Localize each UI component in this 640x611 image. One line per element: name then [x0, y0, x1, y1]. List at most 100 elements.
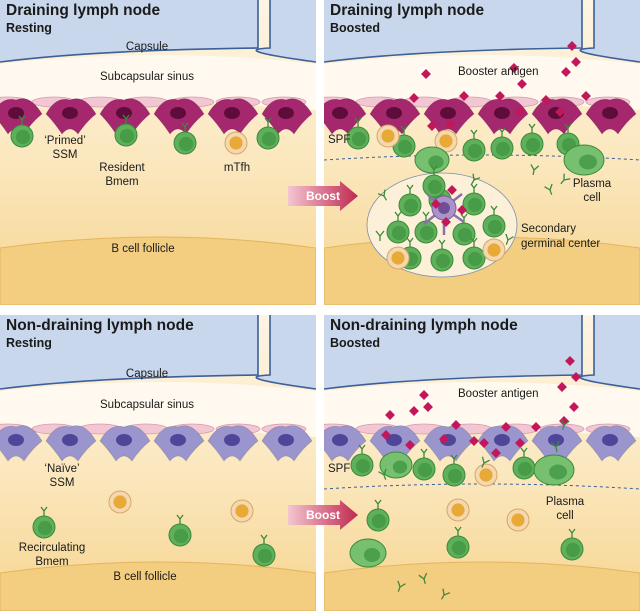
panel-subtitle: Resting: [6, 21, 52, 35]
bcr-receptor: [438, 239, 446, 249]
panel-background: [0, 315, 316, 611]
panel-background: [0, 0, 316, 305]
antigen-particle: [457, 205, 467, 215]
capsule: [324, 0, 640, 62]
b-cell-nucleus: [37, 520, 53, 536]
b-cell-nucleus: [427, 179, 443, 195]
bcr-receptor: [406, 237, 414, 247]
bcr-receptor: [470, 183, 478, 193]
ssm-label-line2: SSM: [49, 477, 75, 489]
follicle-label: B cell follicle: [111, 243, 175, 255]
b-cell-nucleus: [257, 548, 273, 564]
antigen-particle: [571, 57, 581, 67]
antibody: [397, 580, 406, 592]
ssm-nucleus: [62, 434, 78, 446]
bcr-receptor: [181, 122, 189, 132]
antigen-particle: [447, 185, 457, 195]
boost-arrow-shape: [288, 181, 358, 211]
fdc-nucleus: [438, 202, 450, 214]
boost-arrow-label: Boost: [306, 508, 340, 522]
panel-draining-resting: Draining lymph node Resting Capsule Subc…: [0, 0, 316, 305]
plasma-label-line2: cell: [583, 192, 601, 204]
bcr-receptor: [358, 444, 366, 454]
b-cell-nucleus: [419, 225, 435, 241]
bcr-receptor: [420, 448, 428, 458]
panel-draining-boosted: Draining lymph node Boosted Booster anti…: [324, 0, 640, 305]
ssm-nucleus: [332, 434, 348, 446]
antigen-particle: [419, 390, 429, 400]
ssm-nucleus: [224, 434, 240, 446]
bcr-receptor: [260, 534, 268, 544]
panel-title: Non-draining lymph node: [6, 317, 194, 334]
panel-nondraining-resting: Non-draining lymph node Resting Capsule …: [0, 315, 316, 611]
mtfh-nucleus: [113, 495, 127, 509]
antigen-particle: [561, 67, 571, 77]
boost-arrow-body: [288, 181, 358, 211]
b-cell-nucleus: [391, 225, 407, 241]
panel-subtitle: Resting: [6, 336, 52, 350]
panel-nondraining-boosted: Non-draining lymph node Boosted Booster …: [324, 315, 640, 611]
plasma-nucleus: [549, 464, 567, 480]
antigen-particle: [423, 402, 433, 412]
bcr-receptor: [470, 129, 478, 139]
ssm-nucleus: [278, 434, 294, 446]
bcr-receptor: [122, 114, 130, 124]
antibody: [544, 183, 553, 195]
panel-subtitle: Boosted: [330, 336, 380, 350]
b-cell-nucleus: [451, 540, 467, 556]
ssm-nucleus: [8, 434, 24, 446]
capsule-edge: [0, 315, 259, 390]
capsule-edge: [324, 0, 583, 63]
bcr-receptor: [450, 454, 458, 464]
capsule: [0, 315, 316, 389]
plasma-label-line2: cell: [556, 510, 574, 522]
booster-antigen-label: Booster antigen: [458, 66, 539, 78]
plasma-label-line1: Plasma: [572, 178, 612, 190]
antigen-particle: [567, 41, 577, 51]
antigen-particle: [385, 410, 395, 420]
ssm-nucleus: [278, 107, 294, 119]
antibody: [505, 233, 514, 245]
b-cell-nucleus: [178, 136, 194, 152]
b-cell-nucleus: [119, 128, 135, 144]
cell-layer: [0, 96, 313, 155]
bcr-receptor: [454, 526, 462, 536]
b-cell-nucleus: [355, 458, 371, 474]
b-cell-nucleus: [397, 139, 413, 155]
panel-subtitle: Boosted: [330, 21, 380, 35]
ssm-label-line2: SSM: [52, 149, 78, 161]
follicle-label: B cell follicle: [113, 571, 177, 583]
bcr-receptor: [374, 499, 382, 509]
antigen-particle: [565, 356, 575, 366]
panel-title: Non-draining lymph node: [330, 317, 518, 334]
antigen-particle: [569, 402, 579, 412]
plasma-nucleus: [579, 154, 597, 170]
boost-arrow-bottom: Boost: [288, 500, 358, 530]
ssm-nucleus: [386, 434, 402, 446]
ssm-nucleus: [602, 107, 618, 119]
ssm-nucleus: [494, 434, 510, 446]
bcr-receptor: [354, 117, 362, 127]
ssm-nucleus: [8, 107, 24, 119]
capsule-edge: [0, 0, 259, 63]
antibody: [530, 164, 540, 176]
capsule-edge: [579, 315, 640, 390]
mtfh-nucleus: [391, 251, 405, 265]
bcr-receptor: [520, 447, 528, 457]
spf-label: SPF: [328, 463, 351, 475]
bmem-label-line2: Bmem: [105, 176, 139, 188]
mtfh-nucleus: [381, 129, 395, 143]
ssm-nucleus: [548, 434, 564, 446]
b-cell-nucleus: [467, 197, 483, 213]
panel-title: Draining lymph node: [330, 2, 485, 19]
spf-label: SPF: [328, 134, 351, 146]
antigen-particle: [555, 107, 565, 117]
antibody: [418, 572, 428, 584]
bcr-receptor: [528, 123, 536, 133]
antibody: [378, 468, 387, 480]
b-cell-nucleus: [435, 253, 451, 269]
bcr-receptor: [568, 528, 576, 538]
b-cell-nucleus: [417, 462, 433, 478]
b-cell-nucleus: [261, 131, 277, 147]
boost-arrow-body: [288, 500, 358, 530]
